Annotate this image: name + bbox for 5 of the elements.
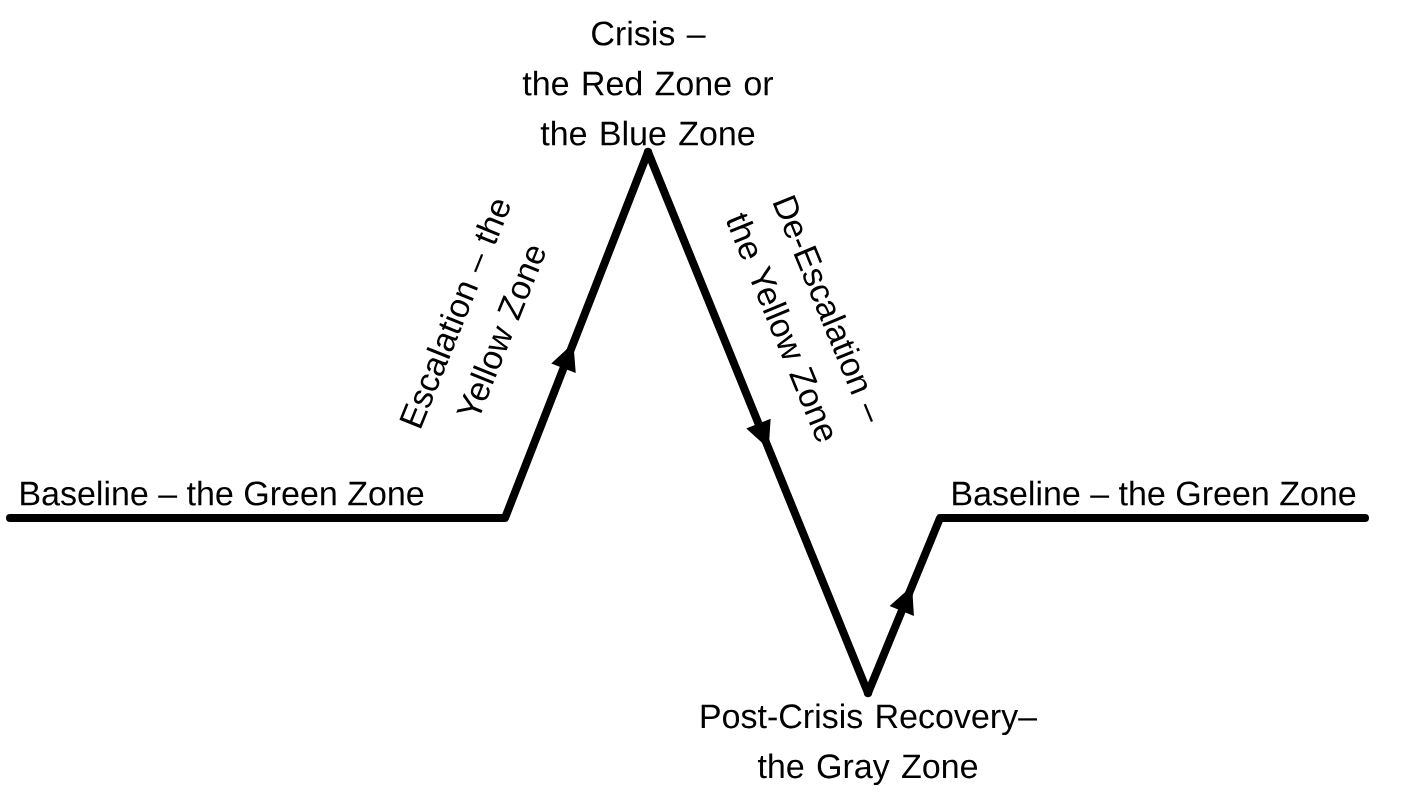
arrow — [864, 514, 1369, 697]
zone-label: Crisis – the Red Zone or the Blue Zone — [522, 20, 774, 146]
zone-label: Post-Crisis Recovery– the Gray Zone — [701, 703, 1038, 786]
zone-label: Baseline – the Green Zone — [21, 480, 424, 506]
zone-label: Baseline – the Green Zone — [953, 480, 1356, 506]
